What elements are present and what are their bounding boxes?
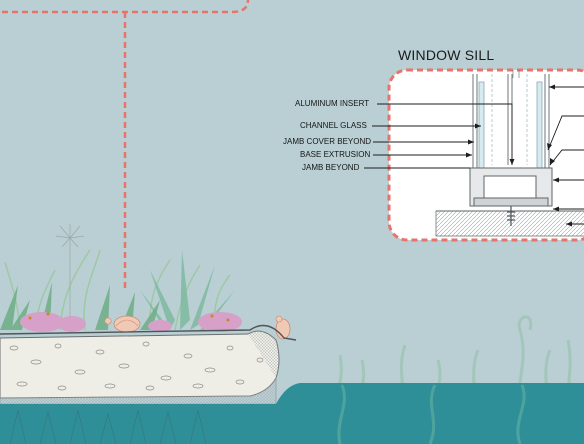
anchor-bolt — [507, 206, 515, 226]
label-base-extrusion: BASE EXTRUSION — [300, 150, 371, 159]
turtle — [104, 315, 141, 333]
label-channel-glass: CHANNEL GLASS — [300, 121, 367, 130]
planter-soil — [0, 330, 280, 405]
planting — [0, 224, 242, 332]
window-sill-detail-panel — [364, 68, 584, 242]
label-jamb-beyond: JAMB BEYOND — [302, 163, 360, 172]
detail-title: WINDOW SILL — [398, 47, 495, 63]
dashed-leader — [2, 0, 250, 290]
label-jamb-cover-beyond: JAMB COVER BEYOND — [283, 137, 372, 146]
water — [0, 383, 584, 444]
planter-edge — [0, 324, 297, 341]
base-extrusion — [469, 167, 553, 207]
concrete-base — [435, 210, 584, 237]
label-aluminum-insert: ALUMINUM INSERT — [295, 99, 370, 108]
